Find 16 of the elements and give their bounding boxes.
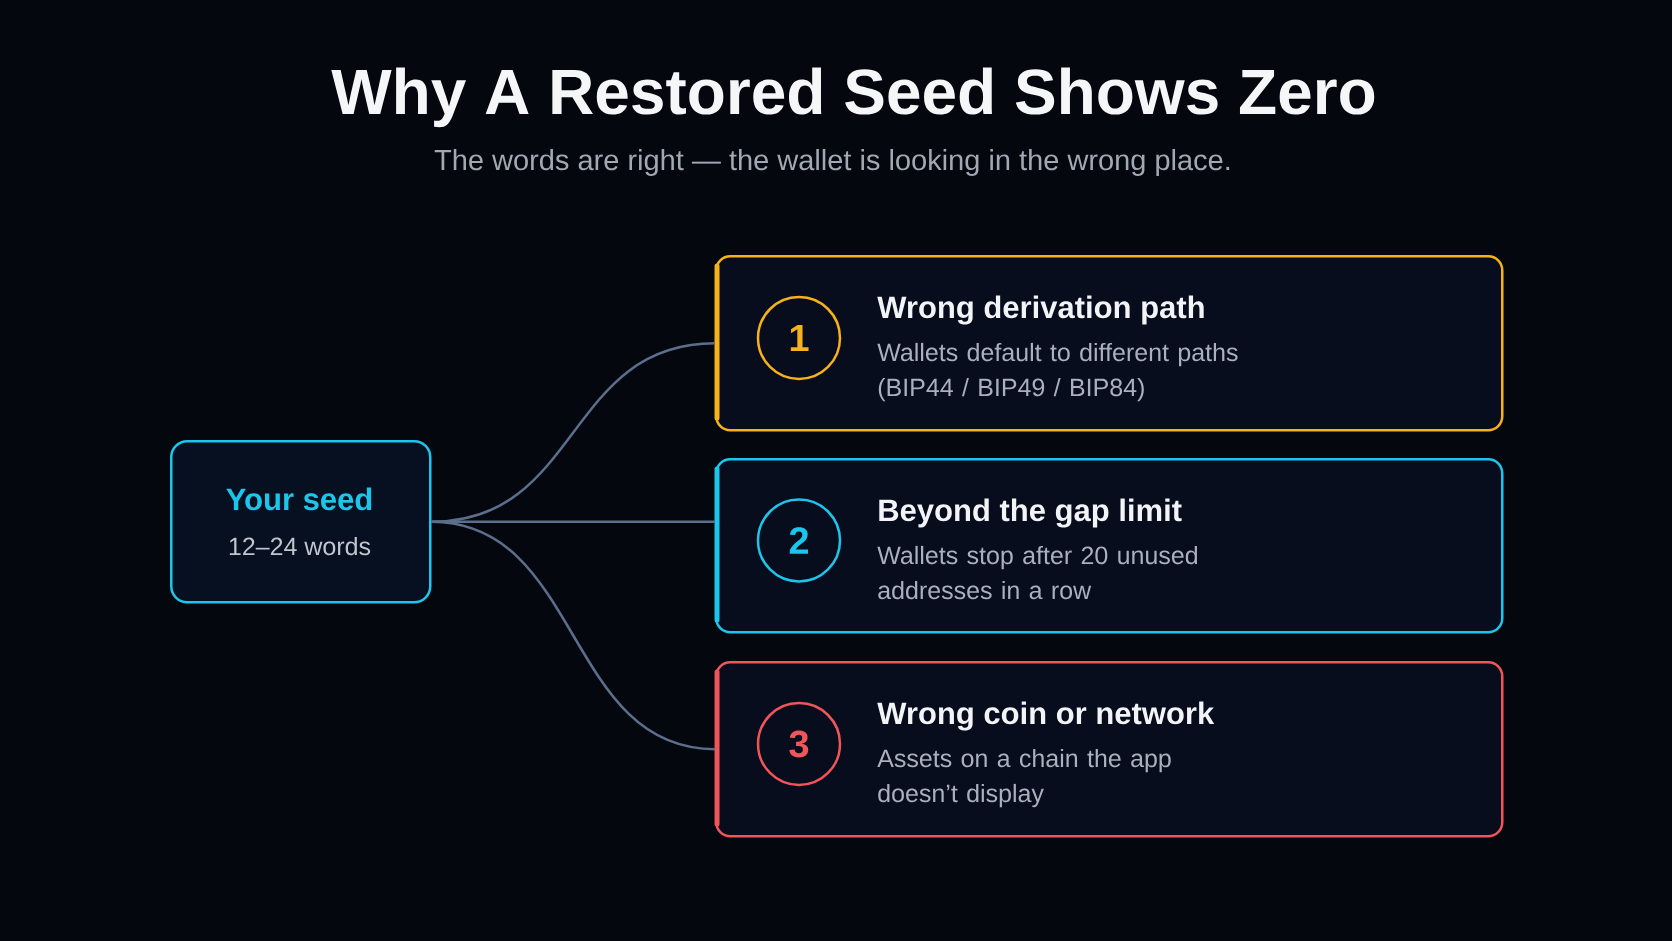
card [714,458,1504,634]
subtitle: The words are right — the wallet is looking in the wrong place. [434,149,1230,176]
connector-line [431,520,715,523]
card-heading: Beyond the gap limit [879,498,1182,528]
card-heading: Wrong derivation path [877,295,1204,325]
seed-box [170,440,432,604]
connector-line [431,520,716,751]
box-text: 12–24 words [229,536,371,556]
card-text: Wallets stop after 20 unused addresses in a row [877,545,1198,600]
card [714,255,1504,432]
card [714,661,1504,838]
card-text: Assets on a chain the app doesn’t display [877,748,1171,808]
title: Why A Restored Seed Shows Zero [331,67,1375,128]
box-heading: Your seed [226,487,372,511]
card-text: Wallets default to different paths (BIP44 / BIP49 / BIP84) [877,342,1238,402]
card-heading: Wrong coin or network [877,701,1215,731]
